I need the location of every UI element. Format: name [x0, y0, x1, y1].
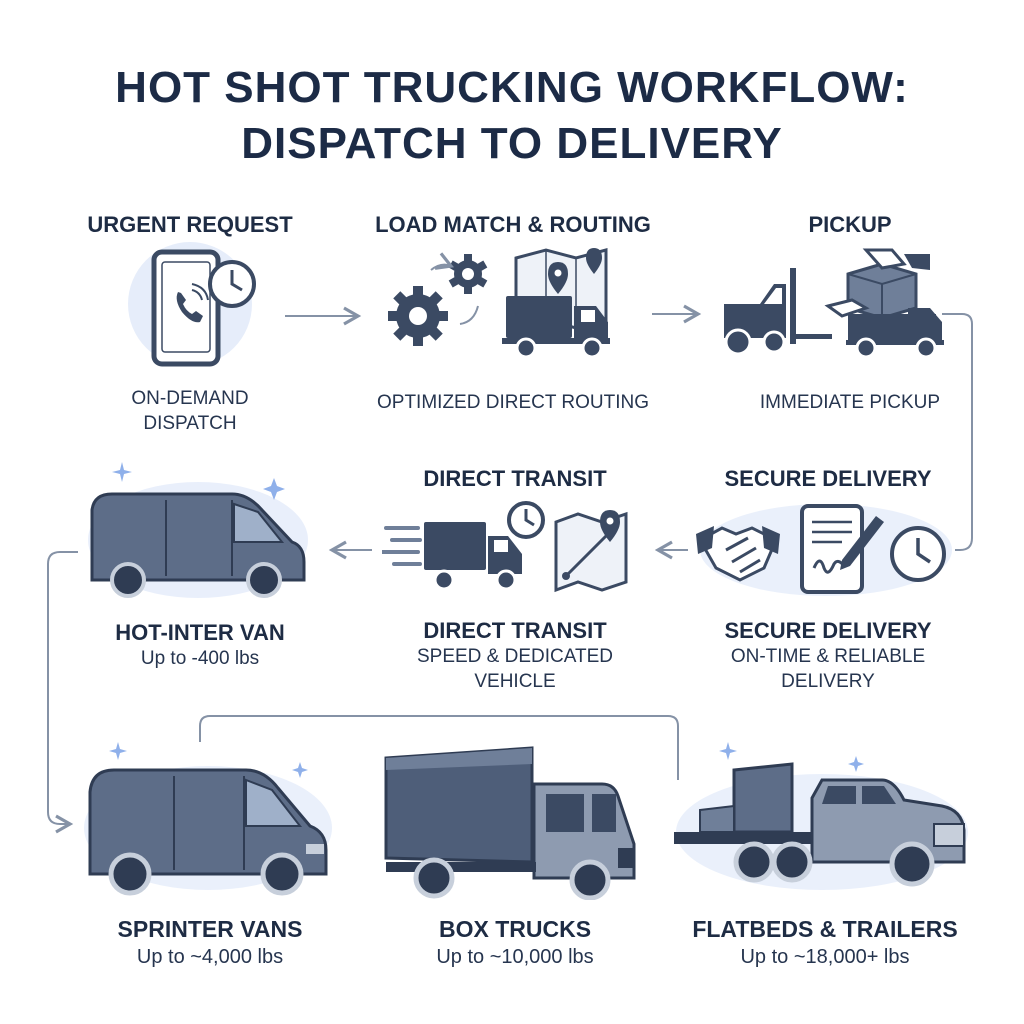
- page-title-line-2: DISPATCH TO DELIVERY: [241, 119, 783, 168]
- pickup-subtitle: IMMEDIATE PICKUP: [759, 392, 941, 413]
- urgent-request-subtitle-1: ON-DEMAND: [131, 388, 249, 409]
- sparkle-icon: [848, 756, 864, 772]
- vehicle-capacity-flatbed: Up to ~18,000+ lbs: [740, 946, 910, 968]
- connector-van-to-sprinter: [47, 551, 78, 834]
- hot-inter-van-capacity: Up to -400 lbs: [140, 648, 260, 669]
- clock-icon: [208, 260, 256, 308]
- secure-delivery-heading: SECURE DELIVERY: [724, 466, 932, 491]
- sparkle-icon: [263, 478, 285, 500]
- direct-transit-heading: DIRECT TRANSIT: [423, 466, 607, 491]
- signature-tablet-icon: [800, 504, 884, 594]
- direct-transit-title: DIRECT TRANSIT: [423, 618, 607, 643]
- package-handoff-icon: [824, 248, 944, 359]
- urgent-request-heading: URGENT REQUEST: [87, 212, 293, 237]
- vehicle-capacity-sprinter: Up to ~4,000 lbs: [136, 946, 284, 968]
- box-truck-icon: [384, 746, 636, 900]
- load-match-heading: LOAD MATCH & ROUTING: [375, 212, 651, 237]
- vehicle-capacity-box-truck: Up to ~10,000 lbs: [436, 946, 594, 968]
- vehicle-title-sprinter: SPRINTER VANS: [117, 916, 303, 942]
- forklift-icon: [724, 268, 832, 356]
- load-match-subtitle: OPTIMIZED DIRECT ROUTING: [377, 392, 649, 413]
- urgent-request-illustration: [128, 242, 256, 367]
- pickup-heading: PICKUP: [808, 212, 892, 237]
- clock-icon: [890, 526, 946, 582]
- sparkle-icon: [292, 762, 308, 778]
- direct-transit-subtitle-1: SPEED & DEDICATED: [416, 646, 614, 667]
- page-title-line-1: HOT SHOT TRUCKING WORKFLOW:: [115, 63, 909, 112]
- sparkle-icon: [719, 742, 737, 760]
- sprinter-van-illustration: [84, 742, 332, 896]
- urgent-request-subtitle-2: DISPATCH: [143, 413, 237, 434]
- pickup-illustration: [724, 248, 944, 359]
- secure-delivery-title: SECURE DELIVERY: [724, 618, 932, 643]
- hot-inter-van-illustration: [88, 478, 308, 598]
- load-match-illustration: [388, 248, 610, 359]
- direct-transit-illustration: [382, 501, 628, 593]
- hot-inter-van-title: HOT-INTER VAN: [115, 620, 285, 645]
- delivery-truck-icon: [502, 296, 610, 359]
- gears-icon: [388, 254, 488, 346]
- secure-delivery-subtitle-1: ON-TIME & RELIABLE: [730, 646, 926, 667]
- flatbed-pickup-icon: [674, 762, 966, 887]
- flatbed-illustration: [674, 742, 968, 890]
- sparkle-icon: [112, 462, 132, 482]
- cargo-van-icon: [90, 492, 306, 598]
- direct-transit-subtitle-2: VEHICLE: [474, 671, 556, 692]
- secure-delivery-illustration: [696, 504, 952, 596]
- smartphone-icon: [151, 249, 221, 367]
- secure-delivery-subtitle-2: DELIVERY: [781, 671, 875, 692]
- box-truck-illustration: [384, 746, 636, 900]
- connector-vehicle-options: [199, 715, 679, 780]
- handshake-icon: [696, 526, 780, 582]
- route-map-icon: [554, 510, 628, 593]
- moving-truck-icon: [382, 522, 522, 591]
- vehicle-title-flatbed: FLATBEDS & TRAILERS: [692, 916, 958, 942]
- vehicle-title-box-truck: BOX TRUCKS: [438, 916, 592, 942]
- cargo-van-icon: [88, 768, 328, 896]
- sparkle-icon: [109, 742, 127, 760]
- clock-icon: [507, 501, 545, 539]
- connector-pickup-to-delivery: [942, 313, 973, 551]
